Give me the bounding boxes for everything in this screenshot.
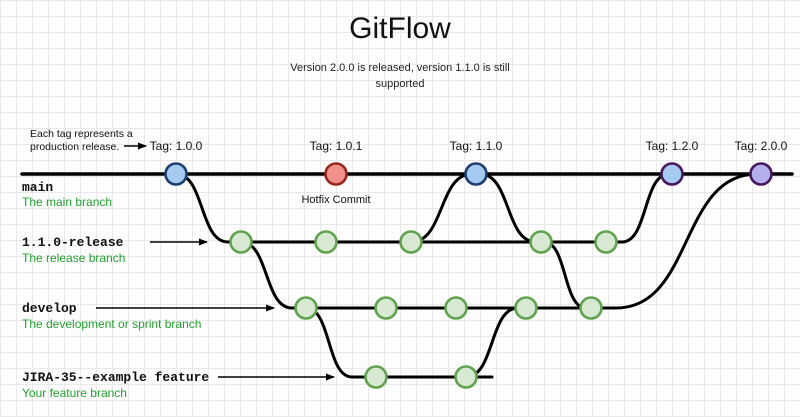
branch-desc-develop: The development or sprint branch (22, 317, 201, 331)
commit-develop-5 (579, 296, 603, 320)
commit-feature-1 (364, 365, 388, 389)
branch-develop-to-feature (304, 306, 354, 379)
commit-main-tag-1.1.0 (464, 162, 488, 186)
tag-label-1: Tag: 1.0.0 (150, 139, 203, 153)
commit-hotfix-tag-1.0.1 (324, 162, 348, 186)
commit-main-tag-2.0.0 (749, 162, 773, 186)
merge-feature-to-develop (464, 306, 520, 379)
merge-develop-to-main-2-0-0 (614, 172, 759, 310)
commit-feature-2 (454, 365, 478, 389)
commit-release-4 (529, 230, 553, 254)
tag-label-5: Tag: 2.0.0 (735, 139, 788, 153)
commit-develop-1 (294, 296, 318, 320)
subtitle-line-2: supported (375, 78, 425, 90)
commit-main-tag-1.2.0 (660, 162, 684, 186)
tag-label-3: Tag: 1.1.0 (450, 139, 503, 153)
branch-desc-main: The main branch (22, 195, 112, 209)
commit-main-tag-1.0.0 (164, 162, 188, 186)
merge-main-to-release (478, 172, 538, 244)
branch-name-main: main (22, 180, 53, 195)
subtitle-line-1: Version 2.0.0 is released, version 1.1.0… (290, 62, 510, 74)
diagram-subtitle: Version 2.0.0 is released, version 1.1.0… (0, 60, 800, 92)
merge-release-to-develop (542, 240, 588, 310)
merge-release-to-main-1-2-0 (620, 172, 671, 244)
tag-label-4: Tag: 1.2.0 (646, 139, 699, 153)
commit-release-3 (399, 230, 423, 254)
branch-desc-release: The release branch (22, 251, 125, 265)
commit-release-2 (314, 230, 338, 254)
diagram-title: GitFlow (349, 12, 451, 45)
branch-desc-feature: Your feature branch (22, 386, 127, 400)
commit-release-1 (229, 230, 253, 254)
commit-develop-2 (374, 296, 398, 320)
annotation-line-2: production release. (30, 141, 119, 153)
branch-name-develop: develop (22, 301, 77, 316)
branch-main-to-release (174, 172, 230, 244)
annotation-line-1: Each tag represents a (30, 128, 133, 140)
tag-label-2: Tag: 1.0.1 (310, 139, 363, 153)
branch-name-release: 1.1.0-release (22, 235, 124, 250)
hotfix-commit-label: Hotfix Commit (301, 194, 370, 206)
commit-release-5 (594, 230, 618, 254)
commit-develop-4 (514, 296, 538, 320)
branch-release-to-develop (239, 240, 294, 310)
branch-name-feature: JIRA-35--example feature (22, 370, 209, 385)
merge-release-to-main-1-1-0 (409, 172, 474, 244)
commit-develop-3 (444, 296, 468, 320)
